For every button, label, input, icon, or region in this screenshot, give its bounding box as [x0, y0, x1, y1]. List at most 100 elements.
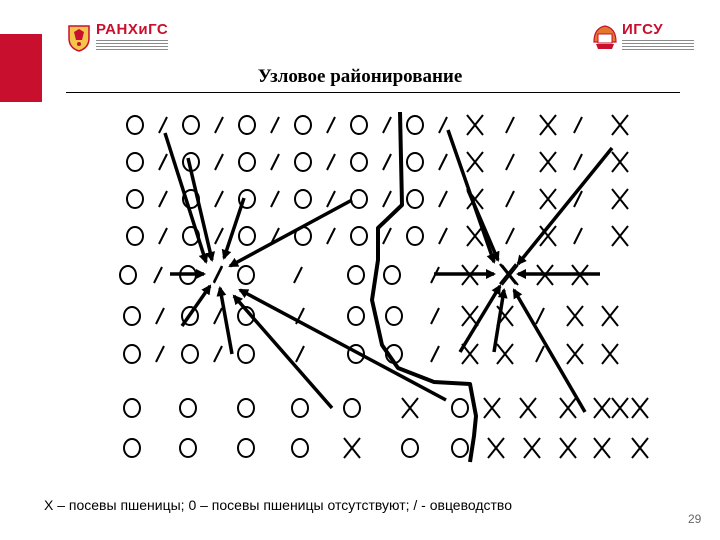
no-wheat-symbol [238, 152, 256, 172]
wheat-symbol [483, 397, 501, 419]
sheep-symbol [213, 345, 223, 363]
no-wheat-symbol [119, 265, 137, 285]
sheep-symbol [158, 227, 168, 245]
no-wheat-symbol [347, 344, 365, 364]
flow-arrow [466, 189, 500, 262]
no-wheat-symbol [181, 306, 199, 326]
page-number: 29 [688, 512, 702, 526]
wheat-symbol [461, 305, 479, 327]
no-wheat-symbol [406, 152, 424, 172]
no-wheat-symbol [237, 438, 255, 458]
wheat-symbol [601, 305, 619, 327]
wheat-symbol [631, 397, 649, 419]
sheep-symbol [573, 116, 583, 134]
flow-arrow [186, 157, 216, 262]
no-wheat-symbol [126, 115, 144, 135]
no-wheat-symbol [291, 398, 309, 418]
sheep-symbol [382, 190, 392, 208]
sheep-symbol [293, 266, 303, 284]
igsu-emblem-icon [593, 25, 617, 49]
wheat-symbol [566, 343, 584, 365]
no-wheat-symbol [123, 344, 141, 364]
wheat-symbol [601, 343, 619, 365]
sheep-symbol [158, 153, 168, 171]
ranepa-logo-text: РАНХиГС [96, 21, 169, 38]
flow-arrow [458, 284, 502, 353]
no-wheat-symbol [406, 189, 424, 209]
sheep-symbol [153, 266, 163, 284]
wheat-symbol [401, 397, 419, 419]
sheep-symbol [535, 345, 545, 363]
wheat-symbol [593, 437, 611, 459]
flow-arrow [516, 146, 614, 266]
igsu-logo: ИГСУ [592, 20, 694, 54]
no-wheat-symbol [343, 398, 361, 418]
no-wheat-symbol [123, 306, 141, 326]
no-wheat-symbol [406, 115, 424, 135]
no-wheat-symbol [451, 438, 469, 458]
sheep-symbol [430, 345, 440, 363]
sheep-symbol [505, 116, 515, 134]
sheep-symbol [573, 153, 583, 171]
sheep-symbol [382, 227, 392, 245]
flow-arrows [163, 129, 614, 413]
flow-arrow [512, 288, 587, 413]
sheep-symbol [295, 345, 305, 363]
wheat-symbol [519, 397, 537, 419]
sheep-symbol [213, 307, 223, 325]
sheep-symbol [438, 227, 448, 245]
eagle-emblem-icon [68, 25, 90, 52]
flow-arrow [238, 288, 447, 402]
sheep-symbol [214, 190, 224, 208]
wheat-symbol [566, 305, 584, 327]
flow-arrow [492, 288, 508, 353]
sheep-symbol [214, 227, 224, 245]
legend-caption: X – посевы пшеницы; 0 – посевы пшеницы о… [44, 497, 512, 513]
no-wheat-symbol [237, 265, 255, 285]
wheat-symbol [343, 437, 361, 459]
wheat-symbol [487, 437, 505, 459]
no-wheat-symbol [126, 189, 144, 209]
wheat-symbol [593, 397, 611, 419]
no-wheat-symbol [237, 398, 255, 418]
sheep-symbol [326, 227, 336, 245]
sheep-symbol [382, 116, 392, 134]
no-wheat-symbol [350, 152, 368, 172]
wheat-symbol [631, 437, 649, 459]
sheep-node [212, 265, 224, 283]
wheat-symbol [611, 397, 629, 419]
no-wheat-symbol [451, 398, 469, 418]
no-wheat-symbol [182, 115, 200, 135]
region-boundary-line [370, 111, 478, 463]
wheat-symbol [611, 151, 629, 173]
wheat-symbol [611, 225, 629, 247]
sheep-symbol [505, 153, 515, 171]
no-wheat-symbol [350, 189, 368, 209]
no-wheat-symbol [179, 398, 197, 418]
symbol-grid [119, 114, 649, 459]
wheat-symbol [559, 437, 577, 459]
no-wheat-symbol [181, 344, 199, 364]
no-wheat-symbol [350, 115, 368, 135]
sheep-symbol [270, 153, 280, 171]
no-wheat-symbol [238, 115, 256, 135]
sheep-symbol [382, 153, 392, 171]
no-wheat-symbol [126, 226, 144, 246]
wheat-symbol [466, 151, 484, 173]
no-wheat-symbol [350, 226, 368, 246]
no-wheat-symbol [385, 306, 403, 326]
no-wheat-symbol [237, 344, 255, 364]
no-wheat-symbol [294, 189, 312, 209]
sheep-symbol [573, 190, 583, 208]
ranepa-logo: РАНХиГС [66, 20, 168, 54]
no-wheat-symbol [179, 438, 197, 458]
wheat-symbol [466, 114, 484, 136]
wheat-symbol [539, 188, 557, 210]
no-wheat-symbol [294, 152, 312, 172]
no-wheat-symbol [237, 306, 255, 326]
no-wheat-symbol [383, 265, 401, 285]
flow-arrow [180, 284, 212, 328]
wheat-node [499, 263, 517, 285]
sheep-symbol [438, 116, 448, 134]
